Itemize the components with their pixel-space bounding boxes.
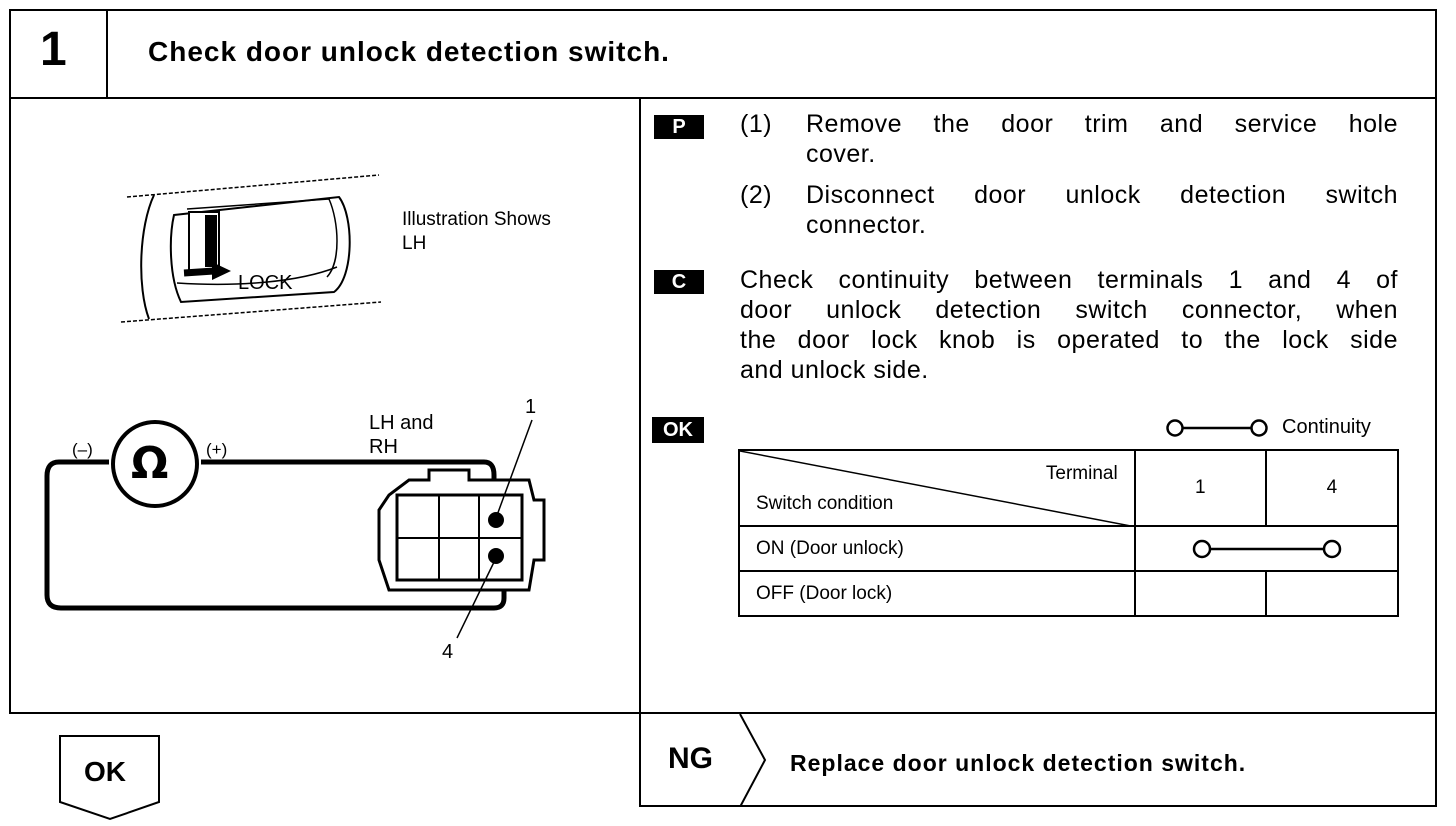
- step-number: 1: [40, 23, 67, 76]
- handle-inner: [186, 198, 338, 278]
- continuity-circuit: [44, 419, 546, 639]
- terminal-4-label: 4: [442, 641, 454, 663]
- header-switch-condition: Switch condition: [756, 493, 894, 514]
- illustration-caption-line1: Illustration Shows: [402, 209, 551, 230]
- lock-label: LOCK: [238, 272, 293, 294]
- row-off-col4: [1264, 570, 1400, 617]
- negative-label: (–): [72, 440, 93, 459]
- main-left-border: [9, 97, 11, 714]
- ng-result-label: NG: [668, 742, 713, 775]
- header-col-1: 1: [1133, 449, 1267, 527]
- continuity-legend-label: Continuity: [1282, 416, 1371, 438]
- wire-positive: [201, 459, 497, 518]
- ok-result-box: [59, 735, 160, 821]
- step2-line1: Disconnect door unlock detection switch: [806, 181, 1398, 209]
- table-row: OFF (Door lock): [738, 570, 1400, 617]
- ng-box-right: [1435, 714, 1437, 807]
- step2-number: (2): [740, 181, 773, 209]
- continuity-table: Terminal Switch condition 1 4 ON (Door u…: [738, 449, 1400, 617]
- main-bottom-border: [9, 712, 1437, 714]
- side-label-line2: RH: [369, 436, 398, 458]
- column-divider: [639, 97, 641, 807]
- header-col-4: 4: [1264, 449, 1400, 527]
- ng-action-text: Replace door unlock detection switch.: [790, 750, 1247, 776]
- step2-line2: connector.: [806, 211, 927, 239]
- row-on-continuity: [1133, 525, 1400, 572]
- wire-negative: [44, 459, 507, 611]
- ohm-symbol: Ω: [131, 438, 169, 489]
- table-header-corner: Terminal Switch condition: [738, 449, 1136, 527]
- handle-recess: [169, 195, 351, 304]
- lock-arrow: [183, 267, 215, 277]
- leader-4: [456, 557, 497, 639]
- p-badge: P: [654, 115, 704, 139]
- door-trim-top-line: [126, 174, 380, 198]
- illustration-caption-line2: LH: [402, 233, 427, 254]
- ok-result-label: OK: [84, 756, 126, 787]
- check-line3: the door lock knob is operated to the lo…: [740, 326, 1398, 354]
- check-line4: and unlock side.: [740, 356, 929, 384]
- ng-box-bottom: [639, 805, 1437, 807]
- ok-badge: OK: [652, 417, 704, 443]
- step1-number: (1): [740, 110, 773, 138]
- terminal-4-probe: [488, 548, 504, 564]
- ohmmeter-icon: [111, 420, 199, 508]
- step1-line2: cover.: [806, 140, 876, 168]
- leader-1: [495, 419, 533, 519]
- c-badge: C: [654, 270, 704, 294]
- table-row: ON (Door unlock): [738, 525, 1400, 572]
- terminal-1-probe: [488, 512, 504, 528]
- positive-label: (+): [206, 440, 228, 459]
- row-off-label: OFF (Door lock): [738, 570, 1136, 617]
- door-trim-bottom-line: [120, 301, 382, 323]
- check-line1: Check continuity between terminals 1 and…: [740, 266, 1398, 294]
- terminal-1-label: 1: [525, 396, 537, 418]
- ng-arrow-divider: [739, 714, 767, 807]
- door-illustration: [120, 174, 382, 323]
- header-terminal: Terminal: [1045, 463, 1118, 484]
- door-trim-curve: [140, 194, 155, 320]
- row-off-col1: [1133, 570, 1267, 617]
- step-title: Check door unlock detection switch.: [148, 36, 670, 67]
- continuity-legend-icon: [1166, 419, 1268, 437]
- check-line2: door unlock detection switch connector, …: [740, 296, 1398, 324]
- step-header: [9, 9, 1437, 99]
- step-number-divider: [106, 9, 108, 99]
- row-on-label: ON (Door unlock): [738, 525, 1136, 572]
- connector-body: [377, 468, 546, 592]
- side-label-line1: LH and: [369, 412, 434, 434]
- main-right-border: [1435, 97, 1437, 714]
- step1-line1: Remove the door trim and service hole: [806, 110, 1398, 138]
